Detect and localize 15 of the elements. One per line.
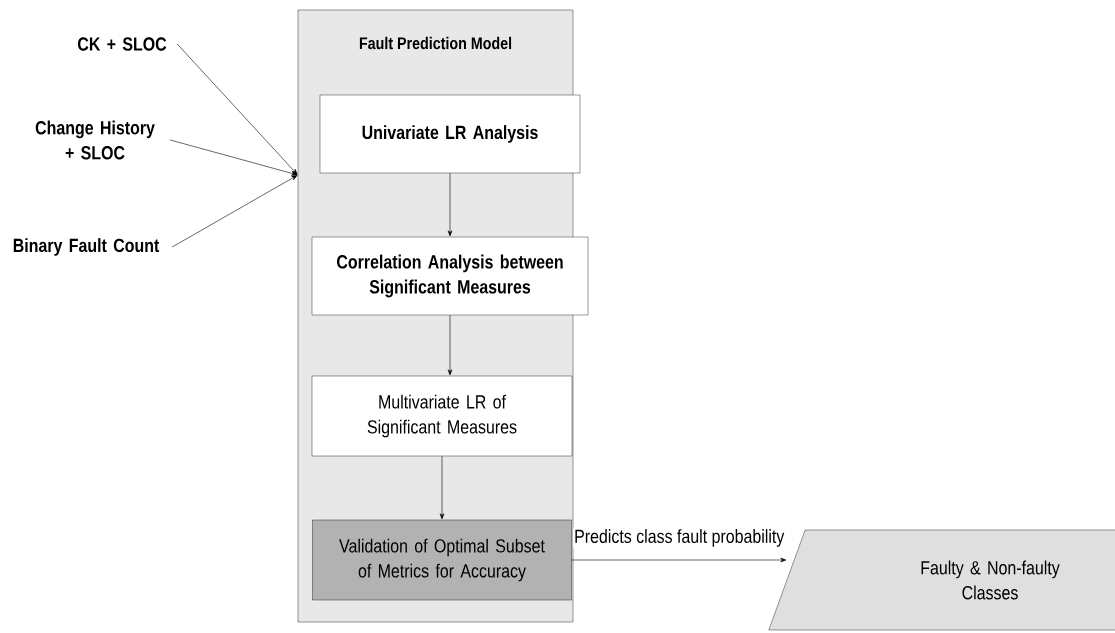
edge-label: Predicts class fault probability [573, 528, 786, 548]
process-box: Validation of Optimal Subset of Metrics for Accuracy [312, 519, 572, 601]
arrow [447, 172, 453, 237]
input-label: Binary Fault Count [13, 238, 160, 256]
arrow [447, 314, 453, 376]
process-box: Multivariate LR of Significant Measures [311, 375, 573, 457]
arrow [171, 175, 298, 248]
process-box: Univariate LR Analysis [319, 94, 581, 174]
input-label: CK + SLOC [78, 37, 167, 51]
arrow [176, 43, 298, 175]
input-label: Change History + SLOC [35, 120, 155, 160]
arrow [439, 455, 445, 520]
process-box: Correlation Analysis between Significant Measures [311, 236, 589, 316]
arrow [169, 139, 298, 176]
arrow [571, 557, 787, 563]
